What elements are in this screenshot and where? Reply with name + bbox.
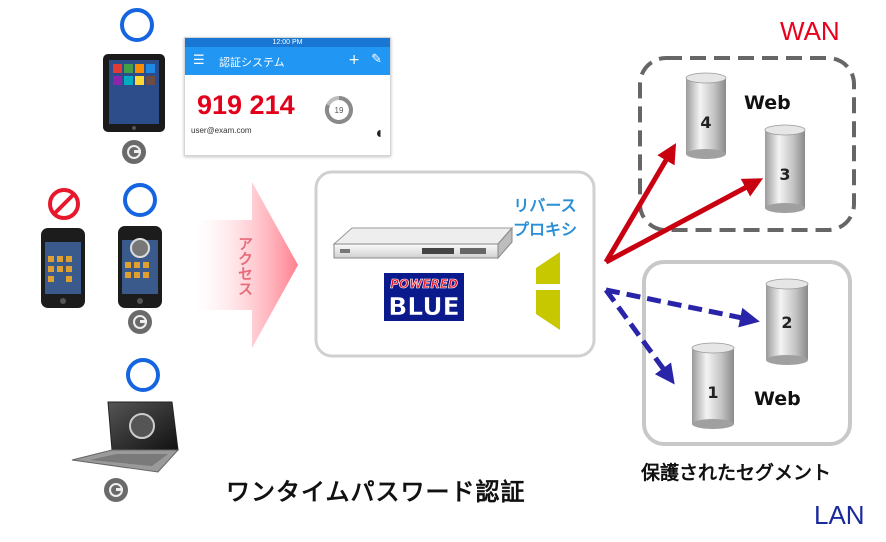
wan-arrows [603, 143, 764, 265]
wan-zone [638, 56, 856, 232]
lan-web-label: Web [754, 388, 801, 410]
svg-text:4: 4 [700, 113, 711, 132]
laptop-device [71, 401, 180, 473]
svg-text:1: 1 [707, 383, 718, 402]
status-time: 12:00 PM [272, 39, 303, 46]
authenticator-app-card: 12:00 PM ☰ 認証システム + ✎ 919 214 19 user@ex… [184, 37, 391, 156]
reverse-proxy-line1: リバース [513, 196, 577, 215]
rack-server [332, 226, 514, 260]
access-arrow [196, 182, 298, 348]
add-icon[interactable]: + [348, 52, 360, 68]
reverse-proxy-label: リバース プロキシ [500, 194, 590, 242]
tablet-device [103, 54, 165, 132]
svg-text:POWERED: POWERED [390, 277, 458, 291]
token-icon [128, 310, 152, 334]
prohibited-icon [48, 188, 80, 220]
svg-text:3: 3 [779, 165, 790, 184]
server-2: 2 [765, 278, 809, 365]
phone-denied [41, 228, 85, 308]
server-4: 4 [685, 72, 727, 159]
timer-icon: 19 [324, 96, 353, 124]
protected-segment-caption: 保護されたセグメント [641, 462, 832, 484]
circle-icon [120, 8, 154, 42]
menu-icon[interactable]: ☰ [193, 53, 205, 68]
lan-zone [642, 260, 852, 446]
wan-web-label: Web [744, 92, 791, 114]
token-icon [122, 140, 146, 164]
token-icon [104, 478, 128, 502]
indicator-icon [377, 130, 381, 137]
svg-text:19: 19 [335, 106, 344, 115]
proxy-block [536, 252, 560, 330]
server-1: 1 [691, 342, 735, 429]
server-3: 3 [764, 124, 806, 213]
svg-text:BLUE: BLUE [388, 292, 459, 321]
edit-icon[interactable]: ✎ [371, 52, 382, 67]
otp-code: 919 214 [197, 90, 295, 120]
wan-label: WAN [780, 16, 840, 46]
app-status-bar: 12:00 PM [185, 38, 390, 47]
lan-arrows [603, 287, 760, 385]
circle-icon [123, 183, 157, 217]
phone-allowed [118, 226, 162, 308]
app-header: ☰ 認証システム + ✎ [185, 47, 390, 75]
reverse-proxy-line2: プロキシ [512, 220, 577, 239]
circle-icon [126, 358, 160, 392]
access-label: アクセス [236, 236, 254, 296]
svg-text:2: 2 [781, 313, 792, 332]
app-title: 認証システム [219, 56, 285, 69]
lan-label: LAN [814, 500, 865, 530]
powered-blue-logo: POWERED BLUE [384, 273, 464, 321]
otp-auth-caption: ワンタイムパスワード認証 [226, 478, 526, 506]
account-email: user@exam.com [191, 126, 252, 135]
